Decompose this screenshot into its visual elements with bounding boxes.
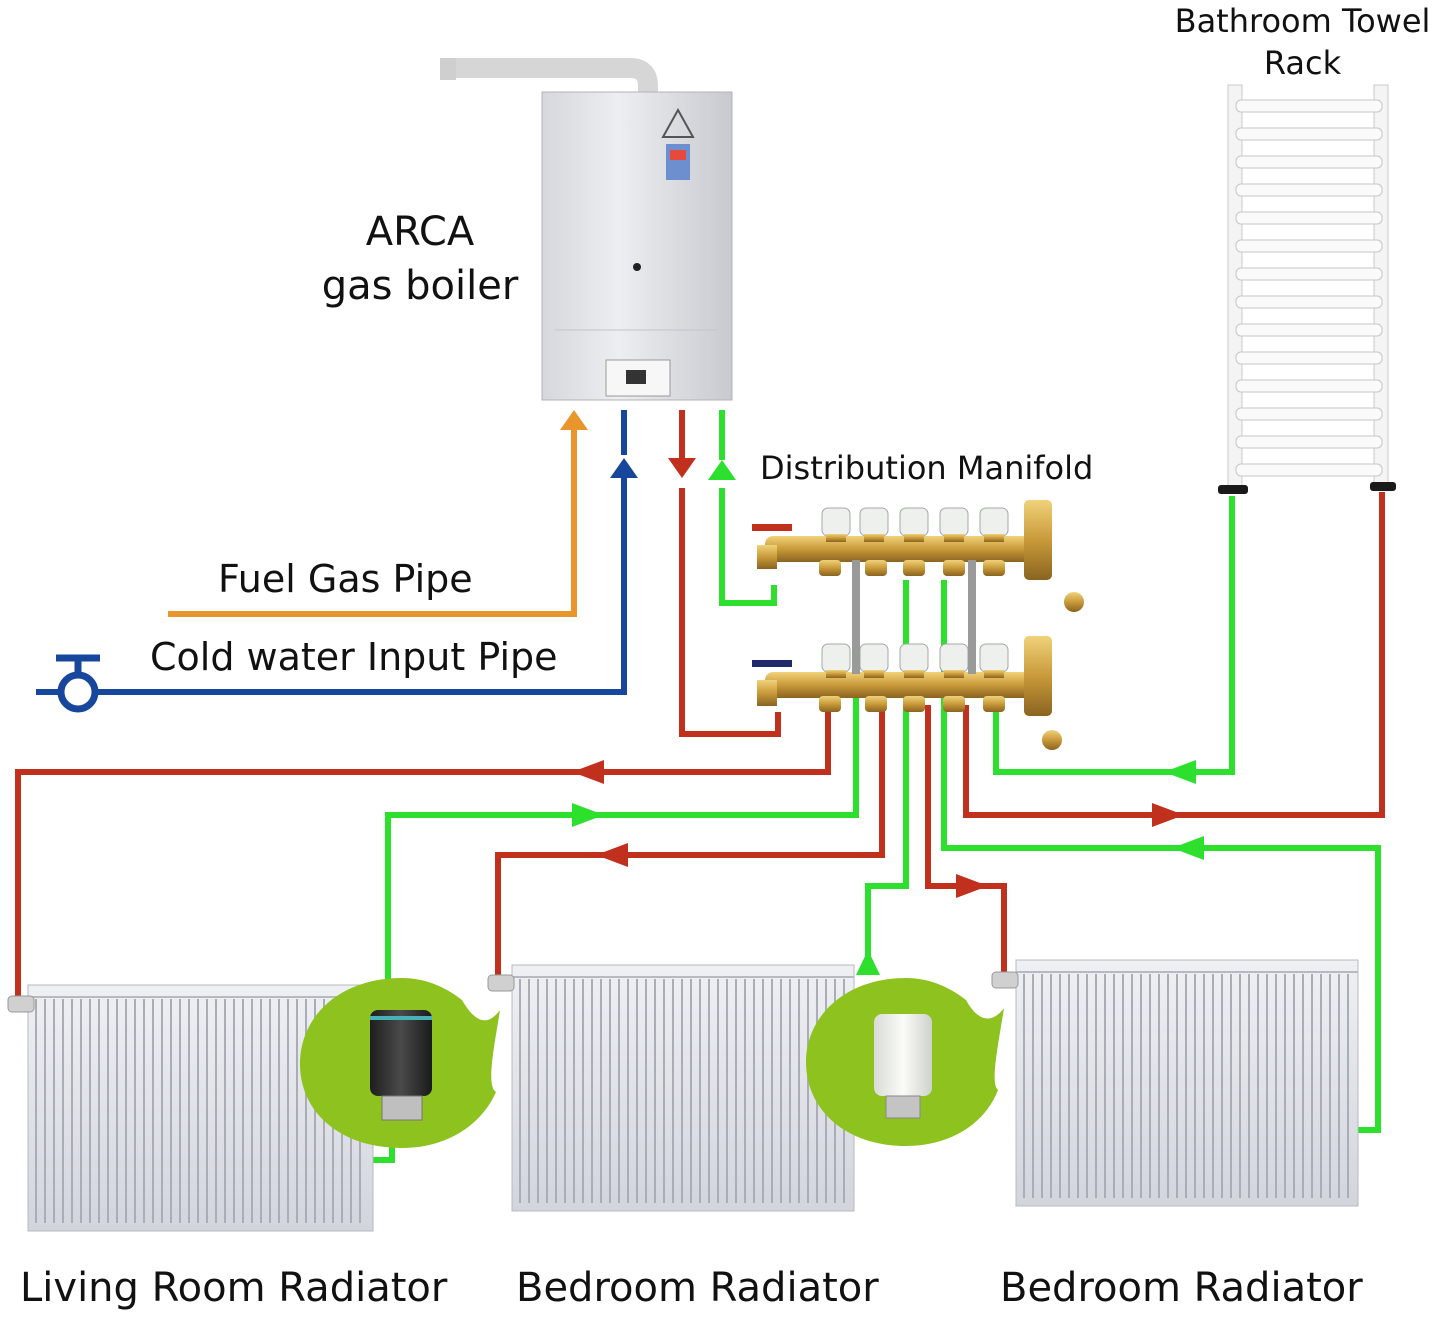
- bedroom-radiator-2: [991, 959, 1359, 1207]
- smart-trv-white: [806, 978, 1004, 1146]
- boiler-flow-pipe: [668, 410, 781, 737]
- boiler-label: ARCA gas boiler: [300, 205, 540, 313]
- living-room-radiator-label: Living Room Radiator: [20, 1265, 448, 1311]
- fuel-gas-pipe: [168, 410, 588, 617]
- fuel-gas-pipe-label: Fuel Gas Pipe: [218, 557, 473, 601]
- boiler-label-line2: gas boiler: [321, 263, 519, 309]
- gas-boiler: [440, 58, 733, 401]
- bathroom-towel-rack: [1218, 84, 1396, 494]
- manifold-label: Distribution Manifold: [760, 449, 1094, 487]
- boiler-label-line1: ARCA: [365, 209, 475, 255]
- cold-water-pipe: [36, 410, 638, 695]
- bedroom-radiator-1: [487, 964, 855, 1212]
- bedroom-radiator-2-label: Bedroom Radiator: [1000, 1265, 1363, 1311]
- towel-rack-label-line1: Bathroom Towel: [1174, 2, 1431, 40]
- cold-water-valve: [56, 654, 100, 713]
- towel-rack-label: Bathroom Towel Rack: [1160, 0, 1445, 84]
- towel-rack-label-line2: Rack: [1263, 44, 1342, 82]
- bedroom-radiator-1-label: Bedroom Radiator: [516, 1265, 879, 1311]
- flow-arrows: [572, 760, 1204, 975]
- boiler-return-pipe: [708, 410, 777, 606]
- cold-water-pipe-label: Cold water Input Pipe: [150, 635, 558, 679]
- smart-trv-black: [300, 978, 500, 1148]
- distribution-manifold: [752, 500, 1084, 750]
